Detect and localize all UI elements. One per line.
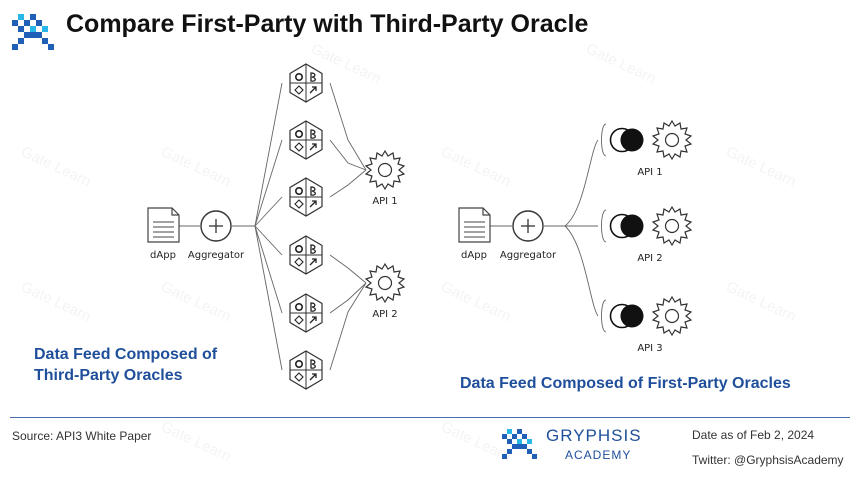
footer-divider	[10, 417, 850, 418]
svg-text:Gate Learn: Gate Learn	[723, 278, 798, 325]
brand-sub: ACADEMY	[565, 448, 632, 462]
api-gear-icon	[365, 150, 405, 190]
third-party-oracle-icon	[289, 120, 323, 160]
brand-name: GRYPHSIS	[546, 426, 642, 445]
svg-text:Gate Learn: Gate Learn	[18, 278, 93, 325]
aggregator-label: Aggregator	[500, 250, 557, 261]
api-gear-icon	[652, 206, 692, 246]
third-party-oracle-icon	[289, 177, 323, 217]
first-party-diagram: dApp Aggregator API 1 API 2 API 3	[458, 120, 692, 354]
page-title: Compare First-Party with Third-Party Ora…	[66, 10, 589, 38]
svg-text:Gate Learn: Gate Learn	[158, 143, 233, 190]
api-label: API 1	[372, 196, 397, 207]
third-party-oracle-icon	[289, 63, 323, 103]
third-party-caption-line2: Third-Party Oracles	[34, 367, 183, 384]
third-party-oracle-icon	[289, 293, 323, 333]
watermarks: Gate Learn Gate Learn Gate Learn Gate Le…	[18, 40, 798, 465]
dapp-label: dApp	[461, 250, 487, 261]
third-party-oracle-icon	[289, 235, 323, 275]
svg-text:Gate Learn: Gate Learn	[723, 143, 798, 190]
source-note: Source: API3 White Paper	[12, 429, 152, 443]
svg-text:Gate Learn: Gate Learn	[158, 278, 233, 325]
svg-text:Gate Learn: Gate Learn	[583, 40, 658, 87]
svg-text:Gate Learn: Gate Learn	[438, 143, 513, 190]
dapp-document-icon	[147, 207, 180, 243]
aggregator-plus-icon	[200, 210, 232, 242]
third-party-caption: Data Feed Composed of Third-Party Oracle…	[34, 344, 217, 386]
api-gear-icon	[365, 263, 405, 303]
api-label: API 1	[637, 167, 662, 178]
svg-text:Gate Learn: Gate Learn	[18, 143, 93, 190]
dapp-label: dApp	[150, 250, 176, 261]
api-label: API 3	[637, 343, 662, 354]
first-party-oracle-icon	[609, 213, 645, 239]
svg-text:Gate Learn: Gate Learn	[438, 278, 513, 325]
first-party-oracle-icon	[609, 127, 645, 153]
left-connectors	[179, 82, 367, 371]
date-note: Date as of Feb 2, 2024	[692, 428, 815, 442]
aggregator-label: Aggregator	[188, 250, 245, 261]
aggregator-plus-icon	[512, 210, 544, 242]
api-label: API 2	[372, 309, 397, 320]
third-party-caption-line1: Data Feed Composed of	[34, 346, 218, 363]
right-connectors	[490, 123, 607, 333]
api-gear-icon	[652, 296, 692, 336]
gryphsis-logo-icon	[12, 14, 54, 50]
svg-text:Gate Learn: Gate Learn	[158, 418, 233, 465]
api-gear-icon	[652, 120, 692, 160]
twitter-handle: Twitter: @GryphsisAcademy	[692, 453, 844, 467]
third-party-oracle-icon	[289, 350, 323, 390]
first-party-oracle-icon	[609, 303, 645, 329]
gryphsis-brand-logo-icon	[502, 429, 537, 459]
first-party-caption: Data Feed Composed of First-Party Oracle…	[460, 375, 791, 392]
dapp-document-icon	[458, 207, 491, 243]
api-label: API 2	[637, 253, 662, 264]
third-party-diagram: dApp Aggregator API 1 API 2	[147, 63, 405, 390]
